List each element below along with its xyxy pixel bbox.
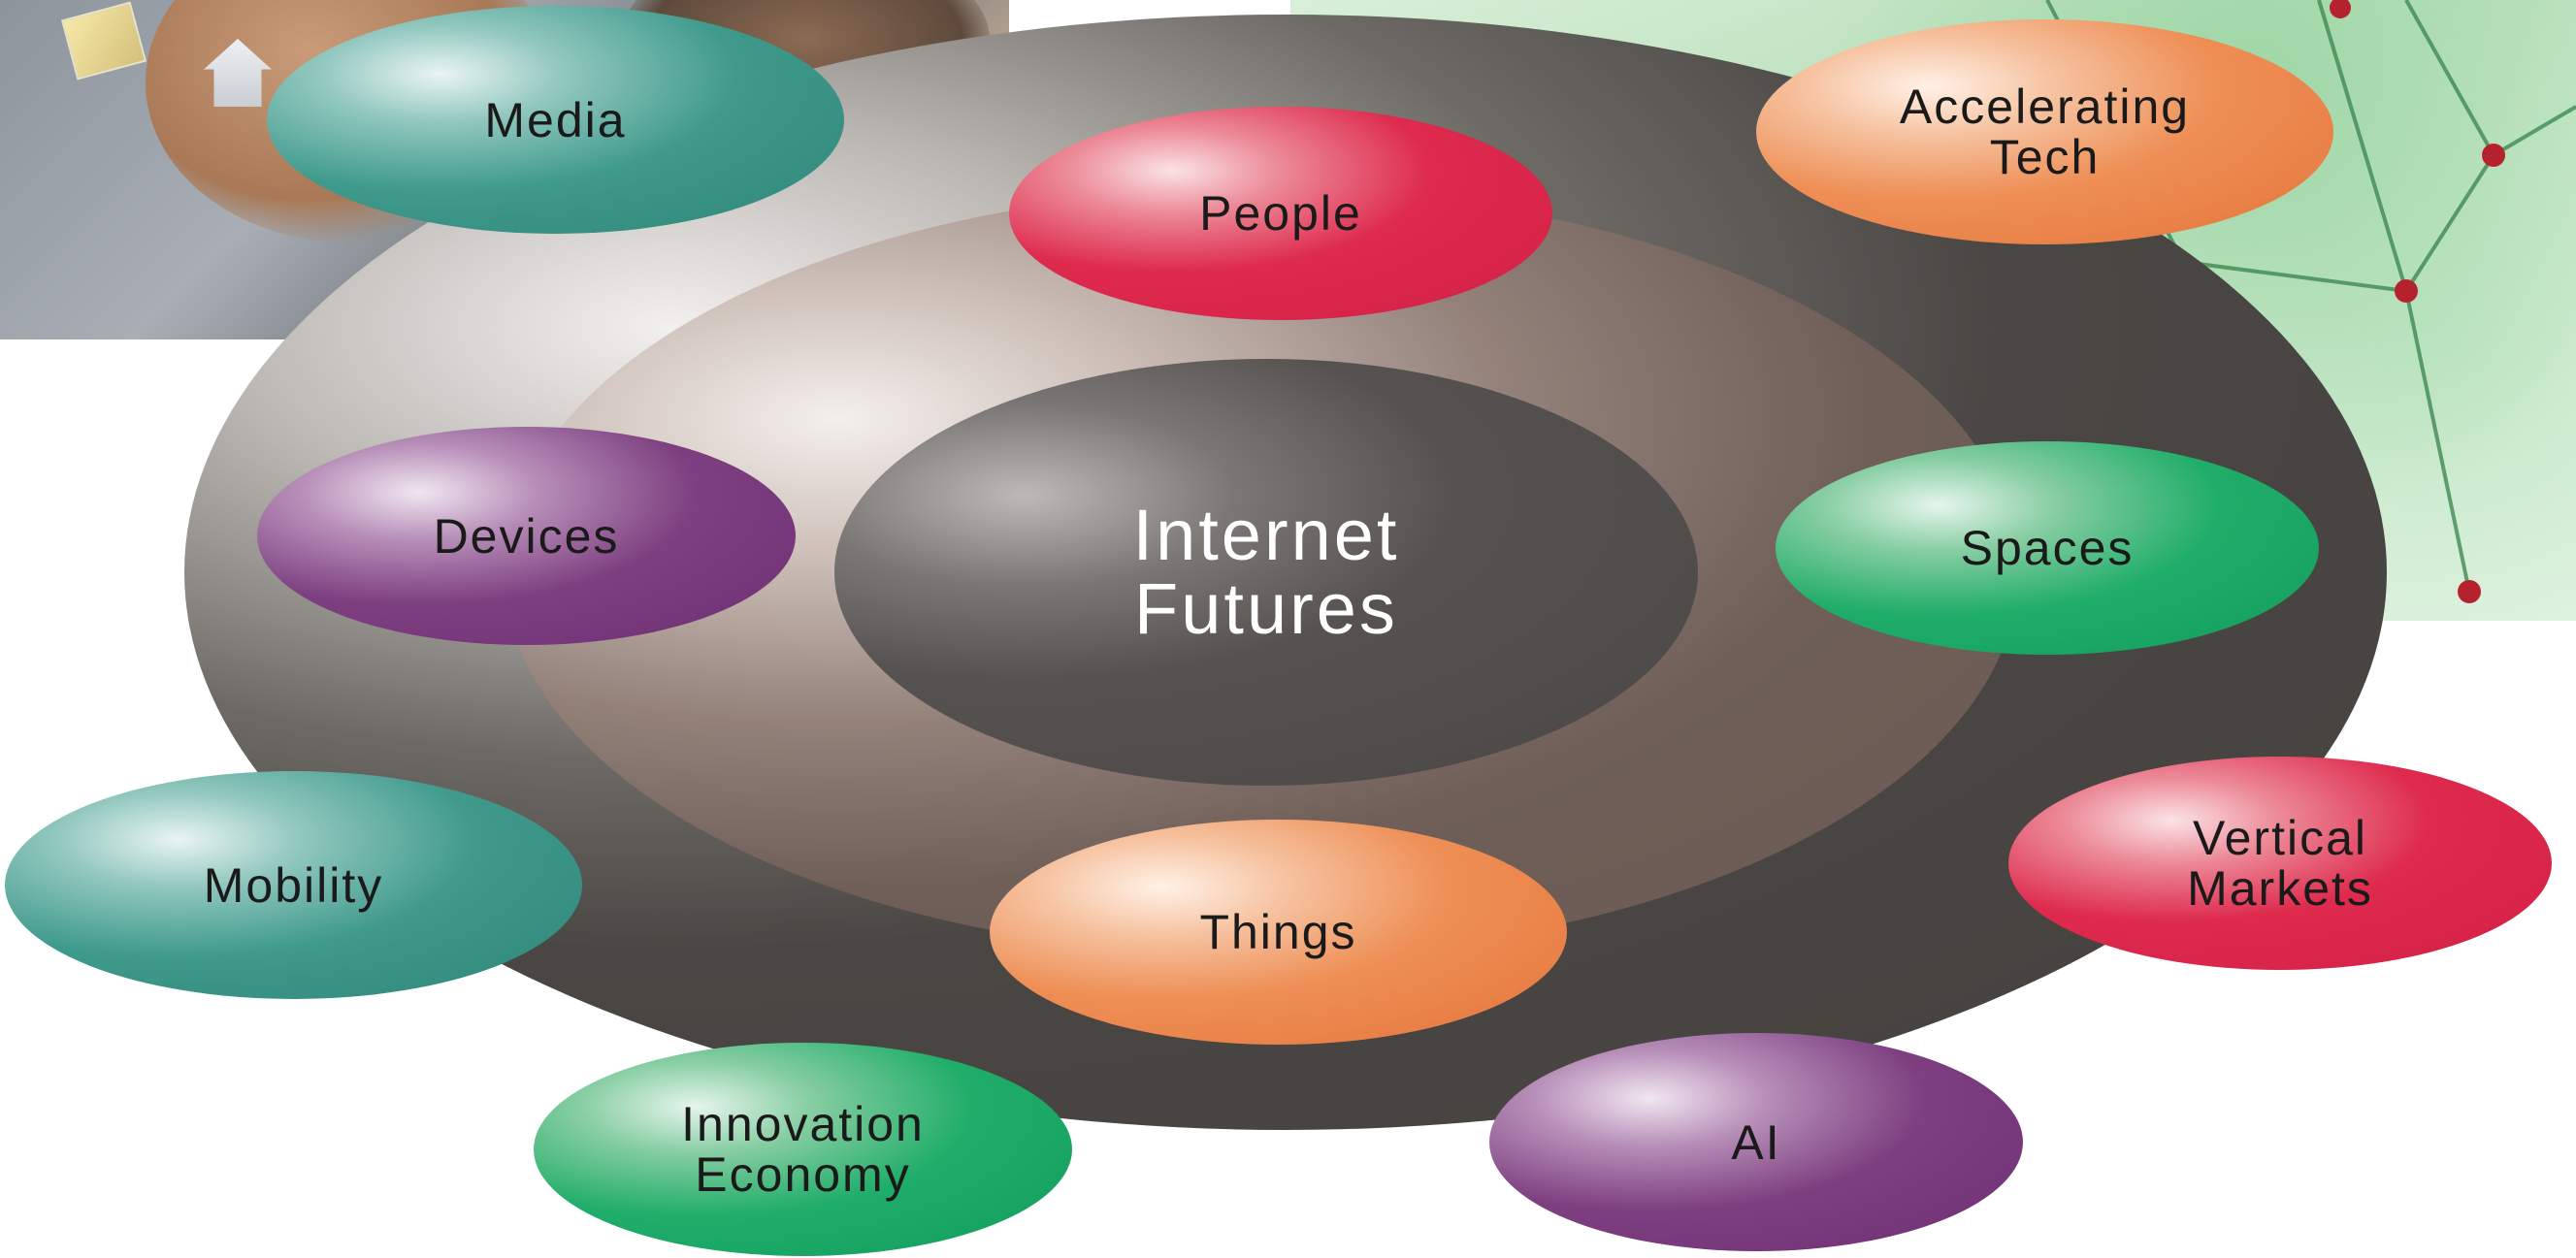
node-things: Things xyxy=(990,820,1567,1045)
node-innovation-economy: Innovation Economy xyxy=(534,1043,1072,1256)
node-people: People xyxy=(1009,107,1552,320)
center-core xyxy=(834,359,1698,786)
node-accelerating-tech: Accelerating Tech xyxy=(1756,19,2333,244)
node-ai: AI xyxy=(1489,1033,2023,1251)
node-devices: Devices xyxy=(257,427,796,645)
center-label: Internet Futures xyxy=(1132,495,1400,649)
node-spaces: Spaces xyxy=(1776,441,2319,655)
node-media: Media xyxy=(267,6,844,234)
node-mobility: Mobility xyxy=(5,771,582,999)
cube-image xyxy=(60,1,147,81)
node-vertical-markets: Vertical Markets xyxy=(2008,757,2552,970)
